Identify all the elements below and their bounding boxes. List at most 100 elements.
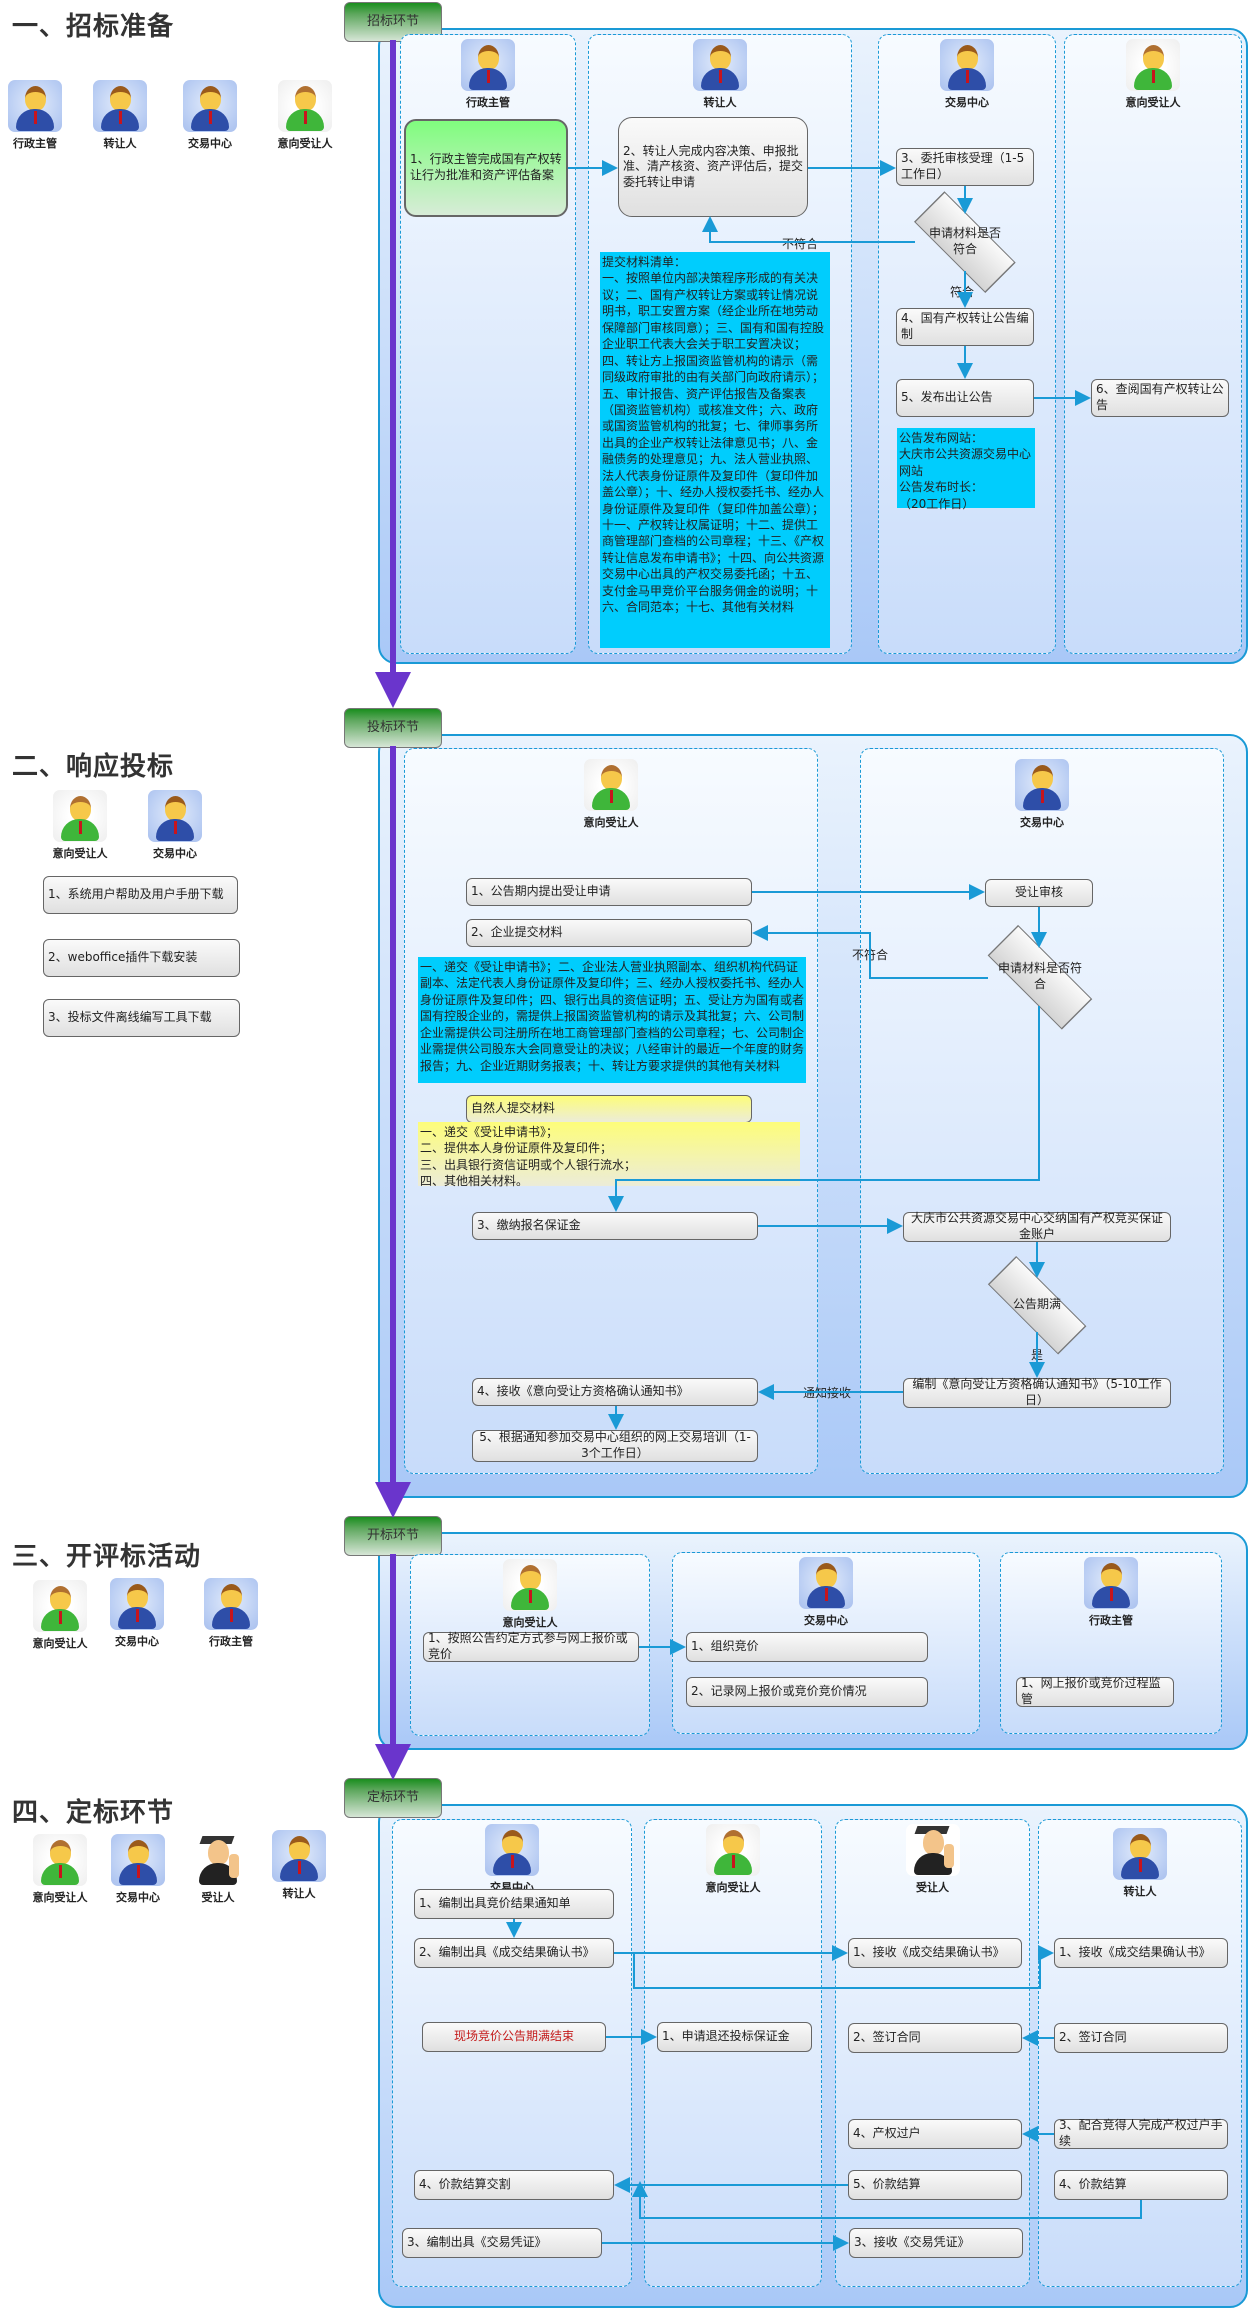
lane-actor: 交易中心 — [791, 1557, 861, 1628]
avatar-green-icon — [706, 1824, 760, 1876]
step-natural-person-materials[interactable]: 自然人提交材料 — [466, 1095, 752, 1123]
step-publish-announcement[interactable]: 5、发布出让公告 — [896, 379, 1034, 417]
actor-label: 意向受让人 — [32, 1891, 88, 1904]
step-pay-deposit[interactable]: 3、缴纳报名保证金 — [472, 1212, 758, 1240]
step-deposit-account[interactable]: 大庆市公共资源交易中心交纳国有产权竞买保证金账户 — [903, 1211, 1171, 1242]
graduate-avatar-icon — [905, 1824, 960, 1876]
lane-transferor: 转让人 — [1038, 1819, 1242, 2287]
step-online-bid[interactable]: 1、按照公告约定方式参与网上报价或竞价 — [423, 1631, 639, 1662]
lane-actor: 交易中心 — [1007, 759, 1077, 830]
lane-label: 意向受让人 — [583, 816, 639, 829]
step-onsite-bidding-end[interactable]: 现场竞价公告期满结束 — [422, 2022, 606, 2052]
step-supervise-bidding[interactable]: 1、网上报价或竞价过程监管 — [1016, 1676, 1174, 1707]
section-title-4: 四、定标环节 — [12, 1798, 175, 1828]
step-record-bidding[interactable]: 2、记录网上报价或竞价竞价情况 — [686, 1677, 928, 1707]
avatar-green-icon — [278, 80, 332, 132]
lane-buyer: 受让人 — [835, 1819, 1030, 2287]
step-refund-deposit[interactable]: 1、申请退还投标保证金 — [657, 2022, 812, 2052]
decision-announce-expire: 公告期满 — [987, 1255, 1087, 1355]
step-view-announcement[interactable]: 6、查阅国有产权转让公告 — [1091, 379, 1229, 417]
stage-tab-4[interactable]: 定标环节 — [344, 1778, 442, 1818]
avatar-green-icon — [1126, 39, 1180, 91]
step-assist-transfer[interactable]: 3、配合竞得人完成产权过户手续 — [1054, 2118, 1228, 2149]
actor-label: 意向受让人 — [32, 1637, 88, 1650]
stage-tab-2[interactable]: 投标环节 — [344, 708, 442, 748]
avatar-blue-icon — [1015, 759, 1069, 811]
stage-tab-3[interactable]: 开标环节 — [344, 1516, 442, 1556]
actor-label: 受让人 — [201, 1891, 235, 1904]
edge-label-reject: 不符合 — [782, 237, 819, 251]
avatar-blue-icon — [1113, 1828, 1167, 1880]
lane-label: 意向受让人 — [705, 1881, 761, 1894]
lane-actor: 转让人 — [1105, 1828, 1175, 1899]
edge-label-notify: 通知接收 — [803, 1386, 852, 1400]
lane-actor: 交易中心 — [477, 1824, 547, 1895]
decision-label: 公告期满 — [1012, 1297, 1061, 1312]
step-receive-notice[interactable]: 4、接收《意向受让方资格确认通知书》 — [472, 1378, 758, 1406]
avatar-blue-icon — [1084, 1557, 1138, 1609]
avatar-blue-icon — [272, 1830, 326, 1882]
step-receive-voucher[interactable]: 3、接收《交易凭证》 — [849, 2228, 1023, 2258]
decision-materials: 申请材料是否符合 — [987, 924, 1093, 1030]
lane-actor: 意向受让人 — [576, 759, 646, 830]
avatar-blue-icon — [8, 80, 62, 132]
lane-intended-buyer: 意向受让人 — [1064, 34, 1242, 654]
actor-transferor: 转让人 — [264, 1830, 334, 1901]
lane-label: 意向受让人 — [502, 1616, 558, 1629]
lane-label: 行政主管 — [466, 96, 510, 109]
step-entrust-review[interactable]: 3、委托审核受理（1-5工作日） — [896, 148, 1034, 186]
step-submit-application[interactable]: 1、公告期内提出受让申请 — [466, 878, 752, 906]
lane-label: 交易中心 — [804, 1614, 848, 1627]
materials-note: 提交材料清单： 一、按照单位内部决策程序形成的有关决议；二、国有产权转让方案或转… — [600, 252, 830, 648]
step-bid-result-notice[interactable]: 1、编制出具竞价结果通知单 — [414, 1889, 614, 1919]
avatar-blue-icon — [204, 1578, 258, 1630]
download-weboffice-plugin[interactable]: 2、weboffice插件下载安装 — [43, 939, 240, 977]
lane-actor: 交易中心 — [932, 39, 1002, 110]
actor-center: 交易中心 — [103, 1834, 173, 1905]
download-user-manual[interactable]: 1、系统用户帮助及用户手册下载 — [43, 876, 238, 914]
step-admin-approval[interactable]: 1、行政主管完成国有产权转让行为批准和资产评估备案 — [404, 119, 568, 217]
step-issue-voucher[interactable]: 3、编制出具《交易凭证》 — [402, 2228, 602, 2258]
stage-tab-1[interactable]: 招标环节 — [344, 2, 442, 42]
step-announce-draft[interactable]: 4、国有产权转让公告编制 — [896, 308, 1034, 346]
step-organize-bidding[interactable]: 1、组织竞价 — [686, 1632, 928, 1662]
step-property-transfer[interactable]: 4、产权过户 — [848, 2119, 1022, 2149]
graduate-avatar-icon — [191, 1834, 245, 1886]
step-transferor-receive-confirmation[interactable]: 1、接收《成交结果确认书》 — [1054, 1938, 1228, 1968]
avatar-blue-icon — [461, 39, 515, 91]
actor-label: 交易中心 — [116, 1891, 160, 1904]
download-offline-tool[interactable]: 3、投标文件离线编写工具下载 — [43, 999, 240, 1037]
step-transfer-review[interactable]: 受让审核 — [985, 879, 1093, 907]
step-compile-confirmation[interactable]: 2、编制出具《成交结果确认书》 — [414, 1938, 614, 1968]
actor-admin: 行政主管 — [196, 1578, 266, 1649]
publish-note: 公告发布网站： 大庆市公共资源交易中心网站 公告发布时长： （20工作日） — [897, 428, 1035, 511]
step-settlement-delivery[interactable]: 4、价款结算交割 — [414, 2170, 614, 2200]
lane-actor: 行政主管 — [453, 39, 523, 110]
step-buyer-settlement[interactable]: 5、价款结算 — [848, 2170, 1022, 2200]
avatar-blue-icon — [183, 80, 237, 132]
step-online-training[interactable]: 5、根据通知参加交易中心组织的网上交易培训（1-3个工作日） — [472, 1430, 758, 1462]
lane-label: 行政主管 — [1089, 1614, 1133, 1627]
section-title-3: 三、开评标活动 — [12, 1542, 202, 1572]
actor-label: 转让人 — [103, 137, 137, 150]
step-transferor-settlement[interactable]: 4、价款结算 — [1054, 2170, 1228, 2200]
decision-materials: 申请材料是否符合 — [914, 191, 1016, 293]
lane-label: 转让人 — [1123, 1885, 1157, 1898]
lane-actor: 转让人 — [685, 39, 755, 110]
actor-label: 行政主管 — [13, 137, 57, 150]
avatar-blue-icon — [111, 1834, 165, 1886]
actor-buyer: 受让人 — [183, 1834, 253, 1905]
lane-center: 交易中心 — [860, 748, 1224, 1474]
avatar-blue-icon — [485, 1824, 539, 1876]
lane-label: 转让人 — [703, 96, 737, 109]
step-compile-notice[interactable]: 编制《意向受让方资格确认通知书》（5-10工作日） — [903, 1377, 1171, 1408]
avatar-green-icon — [503, 1559, 557, 1611]
lane-actor: 意向受让人 — [698, 1824, 768, 1895]
step-buyer-receive-confirmation[interactable]: 1、接收《成交结果确认书》 — [848, 1938, 1022, 1968]
step-buyer-sign-contract[interactable]: 2、签订合同 — [848, 2023, 1022, 2053]
edge-label-accept: 符合 — [950, 285, 975, 299]
step-company-materials[interactable]: 2、企业提交材料 — [466, 919, 752, 947]
step-transfer-application[interactable]: 2、转让人完成内容决策、申报批准、清产核资、资产评估后，提交委托转让申请 — [618, 117, 808, 217]
step-transferor-sign-contract[interactable]: 2、签订合同 — [1054, 2023, 1228, 2053]
avatar-blue-icon — [940, 39, 994, 91]
